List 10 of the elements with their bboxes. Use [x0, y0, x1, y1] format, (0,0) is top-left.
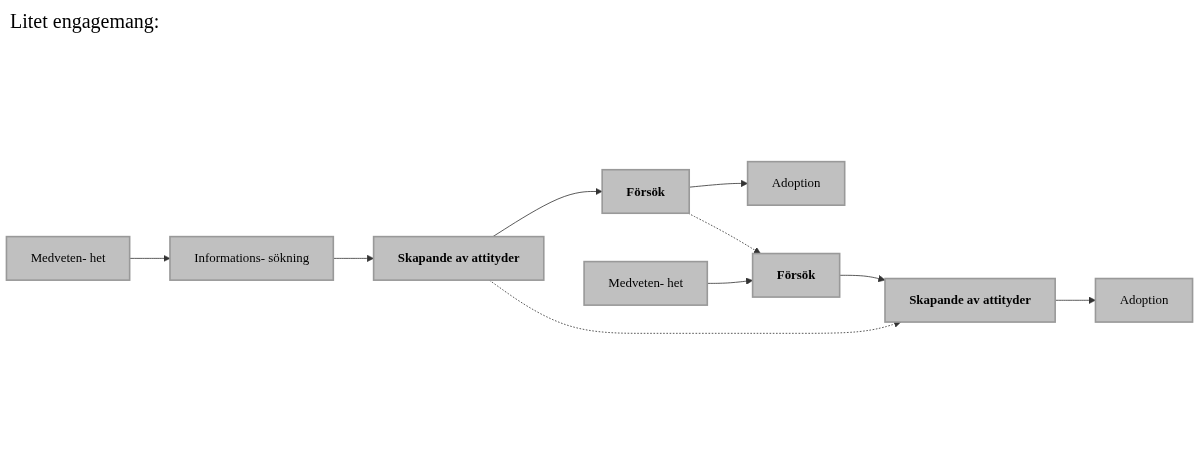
node-box: Informations- sökning	[169, 235, 335, 281]
node-box: Skapande av attityder	[372, 235, 545, 281]
node-box: Medveten- het	[5, 235, 131, 281]
node-box: Adoption	[1094, 277, 1194, 323]
node-box: Adoption	[746, 160, 846, 206]
node-box: Medveten- het	[583, 260, 709, 306]
node-box: Skapande av attityder	[884, 277, 1056, 323]
node-box: Försök	[751, 252, 841, 298]
node-box: Försök	[601, 168, 691, 215]
row-heading: Litet engagemang:	[10, 10, 160, 33]
